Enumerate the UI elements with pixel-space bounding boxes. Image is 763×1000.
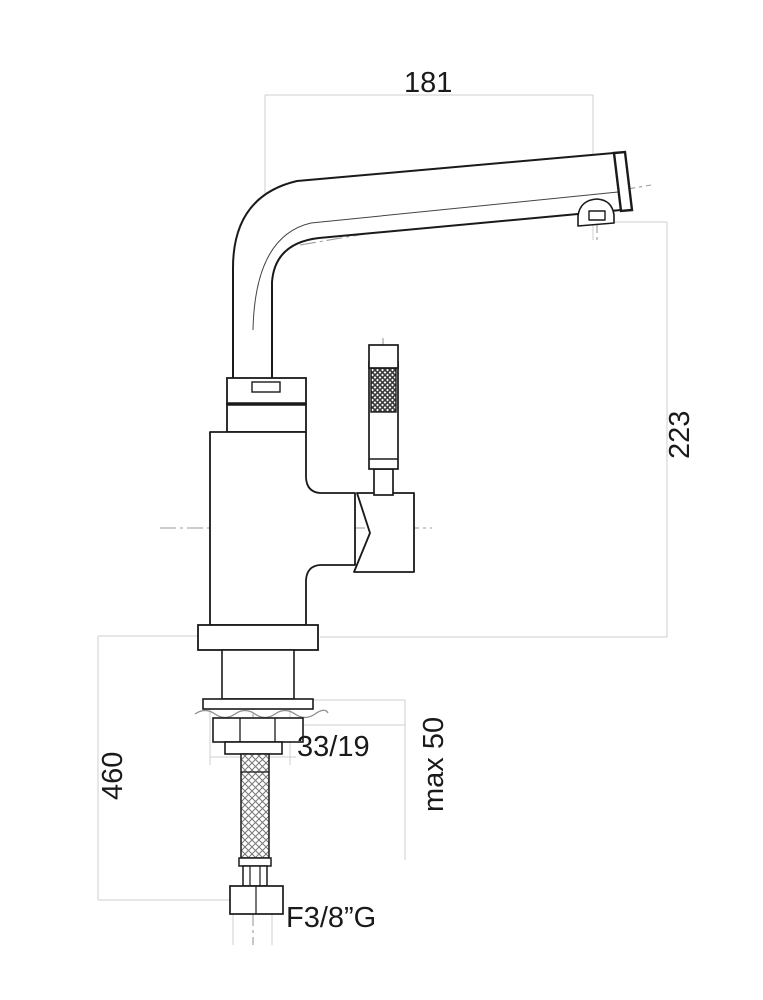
lever-handle [368,344,399,496]
dimension-181-geometry [264,94,594,418]
dimension-label-223: 223 [664,410,696,459]
dimension-label-thread: F3/8”G [286,902,377,934]
hose-ferrule [238,857,272,887]
dimension-lines [97,94,668,945]
hose-nut [229,885,284,915]
spout-inner-contour [252,191,619,331]
base-flange [197,624,319,651]
lever-hub [353,492,415,573]
shank-column [221,649,295,700]
dimension-label-33-19: 33/19 [297,731,370,763]
spout-end-cap [612,150,634,213]
body-block [209,431,356,626]
aerator-nub [577,198,615,227]
counter-surface [194,709,329,719]
dimension-label-181: 181 [404,67,453,99]
dimension-label-460: 460 [97,751,129,800]
dimension-460-geometry [97,635,243,901]
dimension-label-max-50: max 50 [418,716,450,812]
flex-hose [240,753,270,859]
mount-nut [212,717,304,743]
sealing-washer [202,698,314,710]
nut-base-plate [224,741,283,755]
spout-tube [232,152,622,383]
